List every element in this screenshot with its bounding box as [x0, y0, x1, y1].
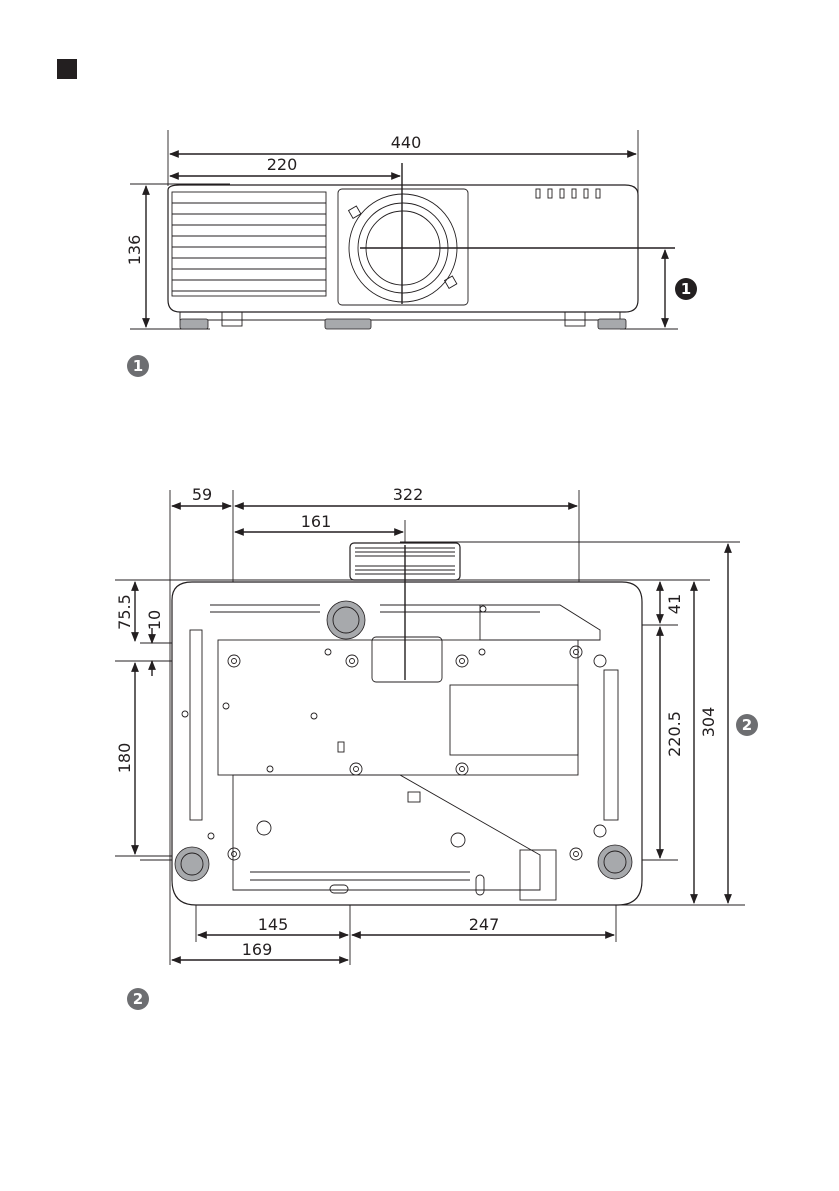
svg-text:2: 2 — [133, 990, 143, 1008]
svg-text:2: 2 — [742, 716, 752, 734]
dim-59: 59 — [192, 485, 212, 504]
foot-right — [598, 319, 626, 329]
legend-callout-2: 2 — [127, 988, 149, 1010]
dim-75-5: 75.5 — [115, 594, 134, 630]
dim-180: 180 — [115, 743, 134, 774]
callout-1-drawing: 1 — [675, 278, 697, 300]
dim-161: 161 — [301, 512, 332, 531]
legend-callout-1: 1 — [127, 355, 149, 377]
dim-304: 304 — [699, 707, 718, 738]
bottom-view — [115, 490, 745, 965]
front-view — [130, 130, 678, 329]
dim-10: 10 — [145, 610, 164, 630]
dim-440: 440 — [391, 133, 422, 152]
dim-41: 41 — [665, 594, 684, 614]
dim-247: 247 — [469, 915, 500, 934]
dim-169: 169 — [242, 940, 273, 959]
foot-left — [180, 319, 208, 329]
foot-center — [325, 319, 371, 329]
foot-rear-right — [598, 845, 632, 879]
dim-145: 145 — [258, 915, 289, 934]
svg-text:1: 1 — [681, 280, 691, 298]
foot-rear-left — [175, 847, 209, 881]
callout-2-drawing: 2 — [736, 714, 758, 736]
dim-322: 322 — [393, 485, 424, 504]
projector-bottom-body — [172, 582, 642, 905]
dim-220-5: 220.5 — [665, 711, 684, 757]
dim-136: 136 — [125, 235, 144, 266]
dim-220: 220 — [267, 155, 298, 174]
svg-text:1: 1 — [133, 357, 143, 375]
